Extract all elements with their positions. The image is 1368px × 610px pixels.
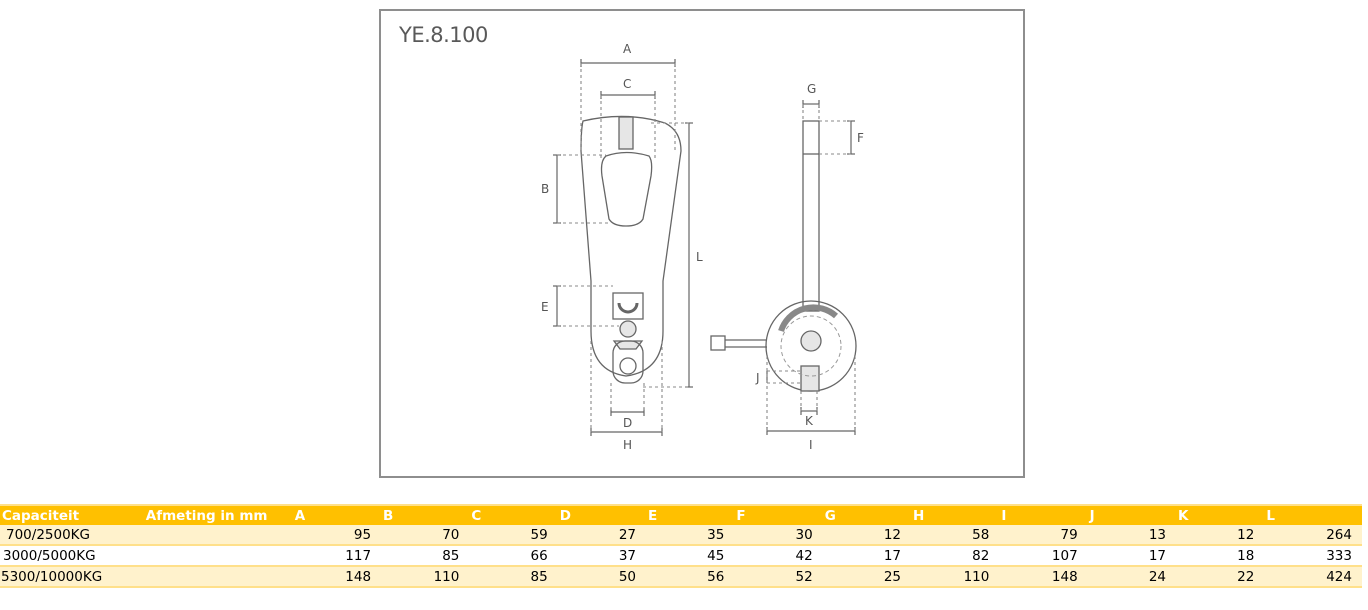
value-J: 24 [1087,566,1176,588]
value-E: 45 [646,545,735,567]
header-H: H [911,504,1000,525]
value-K: 12 [1176,525,1265,546]
value-B: 110 [381,566,470,588]
value-H: 58 [911,525,1000,546]
value-A: 95 [292,525,382,546]
label-D: D [623,416,632,430]
label-I: I [809,438,813,452]
label-K: K [805,414,814,428]
table-row: 700/2500KG 95 70 59 27 35 30 12 58 79 13… [0,525,1362,546]
value-C: 59 [469,525,558,546]
value-B: 85 [381,545,470,567]
value-G: 17 [822,545,912,567]
value-A: 117 [292,545,382,567]
header-A: A [292,504,382,525]
value-H: 82 [911,545,1000,567]
value-K: 22 [1176,566,1265,588]
header-D: D [557,504,647,525]
value-D: 27 [557,525,647,546]
header-C: C [469,504,558,525]
value-C: 66 [469,545,558,567]
header-E: E [646,504,735,525]
value-L: 333 [1264,545,1362,567]
value-K: 18 [1176,545,1265,567]
capacity-cell: 5300/10000KG [0,566,144,588]
technical-drawing: A C B L E D H [541,42,864,452]
value-L: 264 [1264,525,1362,546]
value-F: 30 [734,525,823,546]
label-L: L [696,250,703,264]
value-I: 79 [999,525,1088,546]
value-J: 13 [1087,525,1176,546]
product-code-title: YE.8.100 [399,23,488,47]
header-G: G [822,504,912,525]
table-row: 3000/5000KG 117 85 66 37 45 42 17 82 107… [0,545,1362,567]
label-B: B [541,182,549,196]
label-E: E [541,300,549,314]
value-E: 56 [646,566,735,588]
dimensions-table: Capaciteit Afmeting in mm A B C D E F G … [0,504,1362,588]
value-F: 42 [734,545,823,567]
label-J: J [755,371,760,385]
label-C: C [623,77,631,91]
value-D: 50 [557,566,647,588]
table-header-row: Capaciteit Afmeting in mm A B C D E F G … [0,504,1362,525]
value-A: 148 [292,566,382,588]
capacity-cell: 700/2500KG [0,525,144,546]
label-F: F [857,131,864,145]
value-F: 52 [734,566,823,588]
value-I: 148 [999,566,1088,588]
empty-cell [143,545,293,567]
label-A: A [623,42,632,56]
value-C: 85 [469,566,558,588]
value-G: 25 [822,566,912,588]
header-I: I [999,504,1088,525]
value-B: 70 [381,525,470,546]
value-G: 12 [822,525,912,546]
header-dimension: Afmeting in mm [143,504,293,525]
header-L: L [1264,504,1362,525]
table-row: 5300/10000KG 148 110 85 50 56 52 25 110 … [0,566,1362,588]
label-H: H [623,438,632,452]
value-J: 17 [1087,545,1176,567]
header-capacity: Capaciteit [0,504,144,525]
value-E: 35 [646,525,735,546]
value-D: 37 [557,545,647,567]
product-drawing-frame: YE.8.100 [379,9,1025,478]
label-G: G [807,82,816,96]
value-L: 424 [1264,566,1362,588]
empty-cell [143,525,293,546]
capacity-cell: 3000/5000KG [0,545,144,567]
value-I: 107 [999,545,1088,567]
value-H: 110 [911,566,1000,588]
header-J: J [1087,504,1176,525]
header-B: B [381,504,470,525]
header-K: K [1176,504,1265,525]
header-F: F [734,504,823,525]
empty-cell [143,566,293,588]
